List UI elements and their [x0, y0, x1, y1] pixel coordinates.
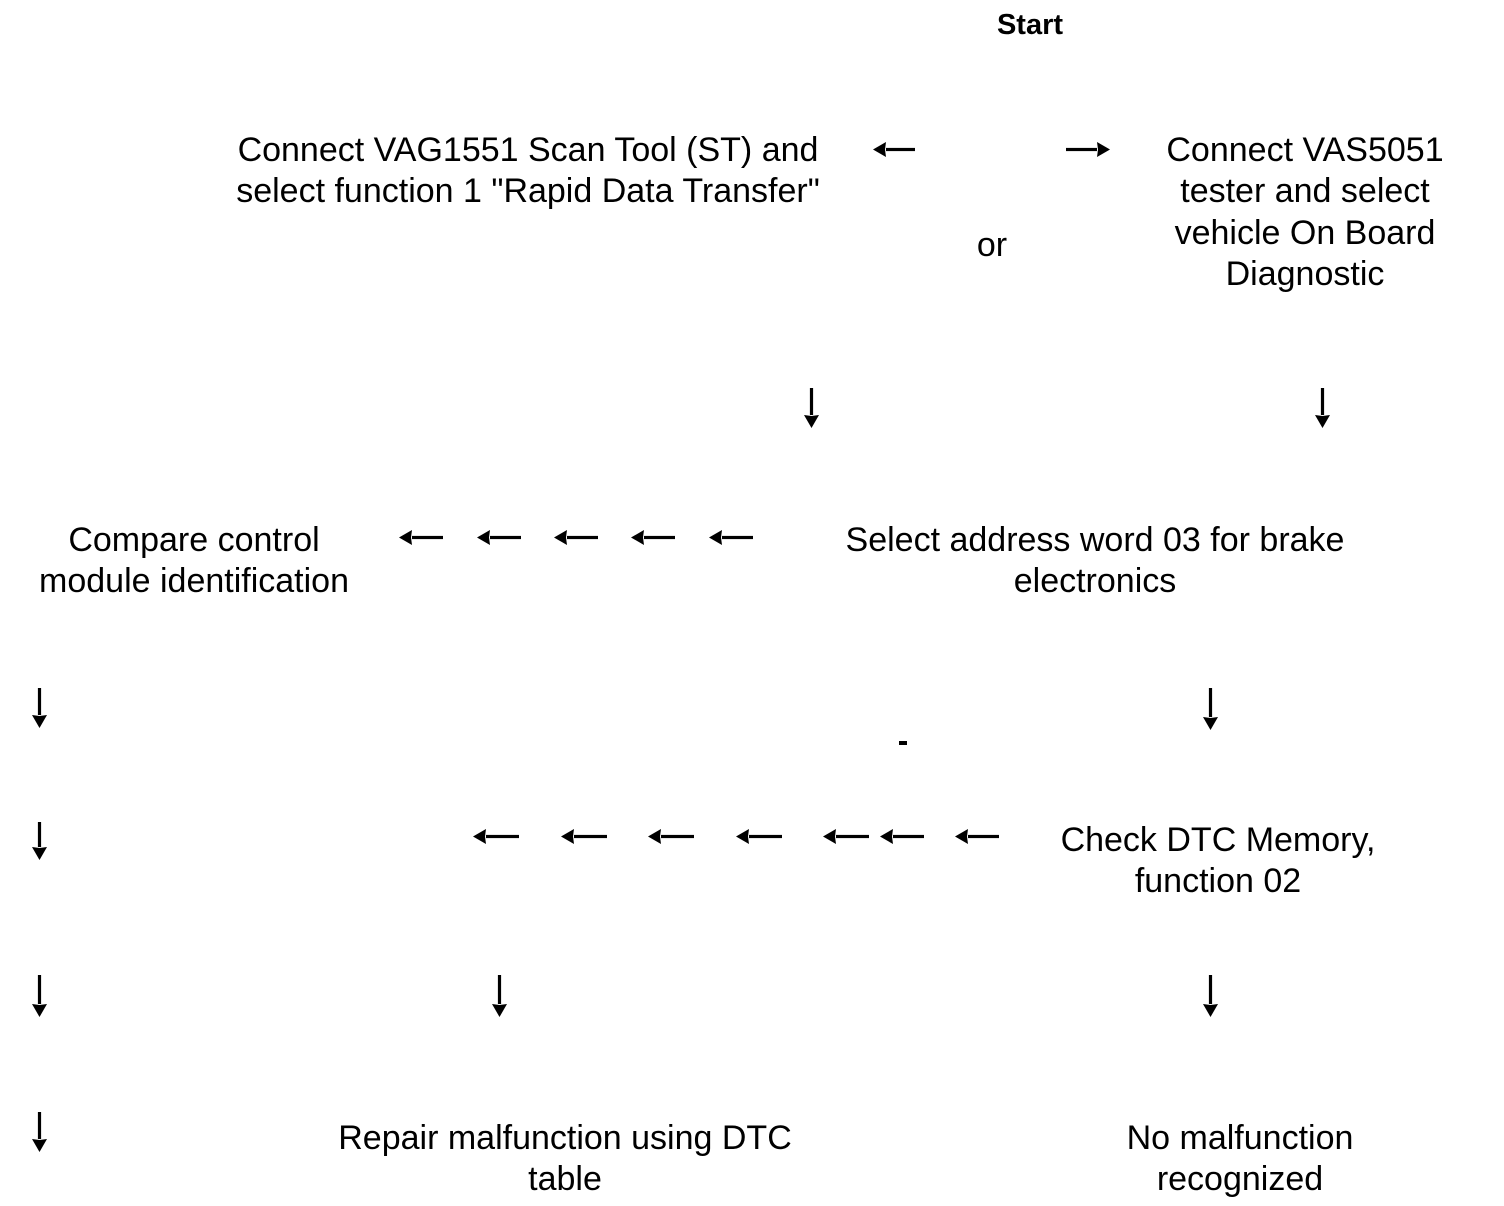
flow-node-vas5051: Connect VAS5051 tester and select vehicl…	[1166, 131, 1444, 294]
arrow-left-icon	[648, 827, 694, 846]
arrow-down-icon	[802, 388, 821, 428]
arrow-left-icon	[477, 528, 521, 547]
arrow-down-icon	[1313, 388, 1332, 428]
flow-node-or-label: or	[976, 226, 1008, 264]
arrow-left-icon	[631, 528, 675, 547]
arrow-left-icon	[554, 528, 598, 547]
flow-node-compare-id: Compare control module identification	[39, 521, 349, 601]
arrow-left-icon	[736, 827, 782, 846]
arrow-left-icon	[473, 827, 519, 846]
arrow-down-icon	[30, 975, 49, 1017]
flow-node-vag1551: Connect VAG1551 Scan Tool (ST) and selec…	[236, 131, 820, 211]
arrow-down-icon	[30, 822, 49, 860]
arrow-left-icon	[399, 528, 443, 547]
arrow-down-icon	[30, 1112, 49, 1152]
arrow-down-icon	[30, 688, 49, 728]
arrow-left-icon	[561, 827, 607, 846]
scan-artifact-mark	[899, 741, 907, 745]
arrow-left-icon	[823, 827, 869, 846]
flow-node-no-malfunction: No malfunction recognized	[1126, 1119, 1354, 1199]
flow-node-address-word: Select address word 03 for brake electro…	[845, 521, 1345, 601]
arrow-left-icon	[873, 140, 915, 159]
arrow-left-icon	[709, 528, 753, 547]
arrow-left-icon	[955, 827, 999, 846]
arrow-down-icon	[1201, 688, 1220, 730]
flow-node-check-dtc: Check DTC Memory, function 02	[1060, 821, 1376, 901]
arrow-down-icon	[490, 975, 509, 1017]
arrow-right-icon	[1066, 140, 1110, 159]
flow-node-start: Start	[996, 9, 1064, 41]
arrow-left-icon	[880, 827, 924, 846]
arrow-down-icon	[1201, 975, 1220, 1017]
flow-node-repair: Repair malfunction using DTC table	[338, 1119, 792, 1199]
